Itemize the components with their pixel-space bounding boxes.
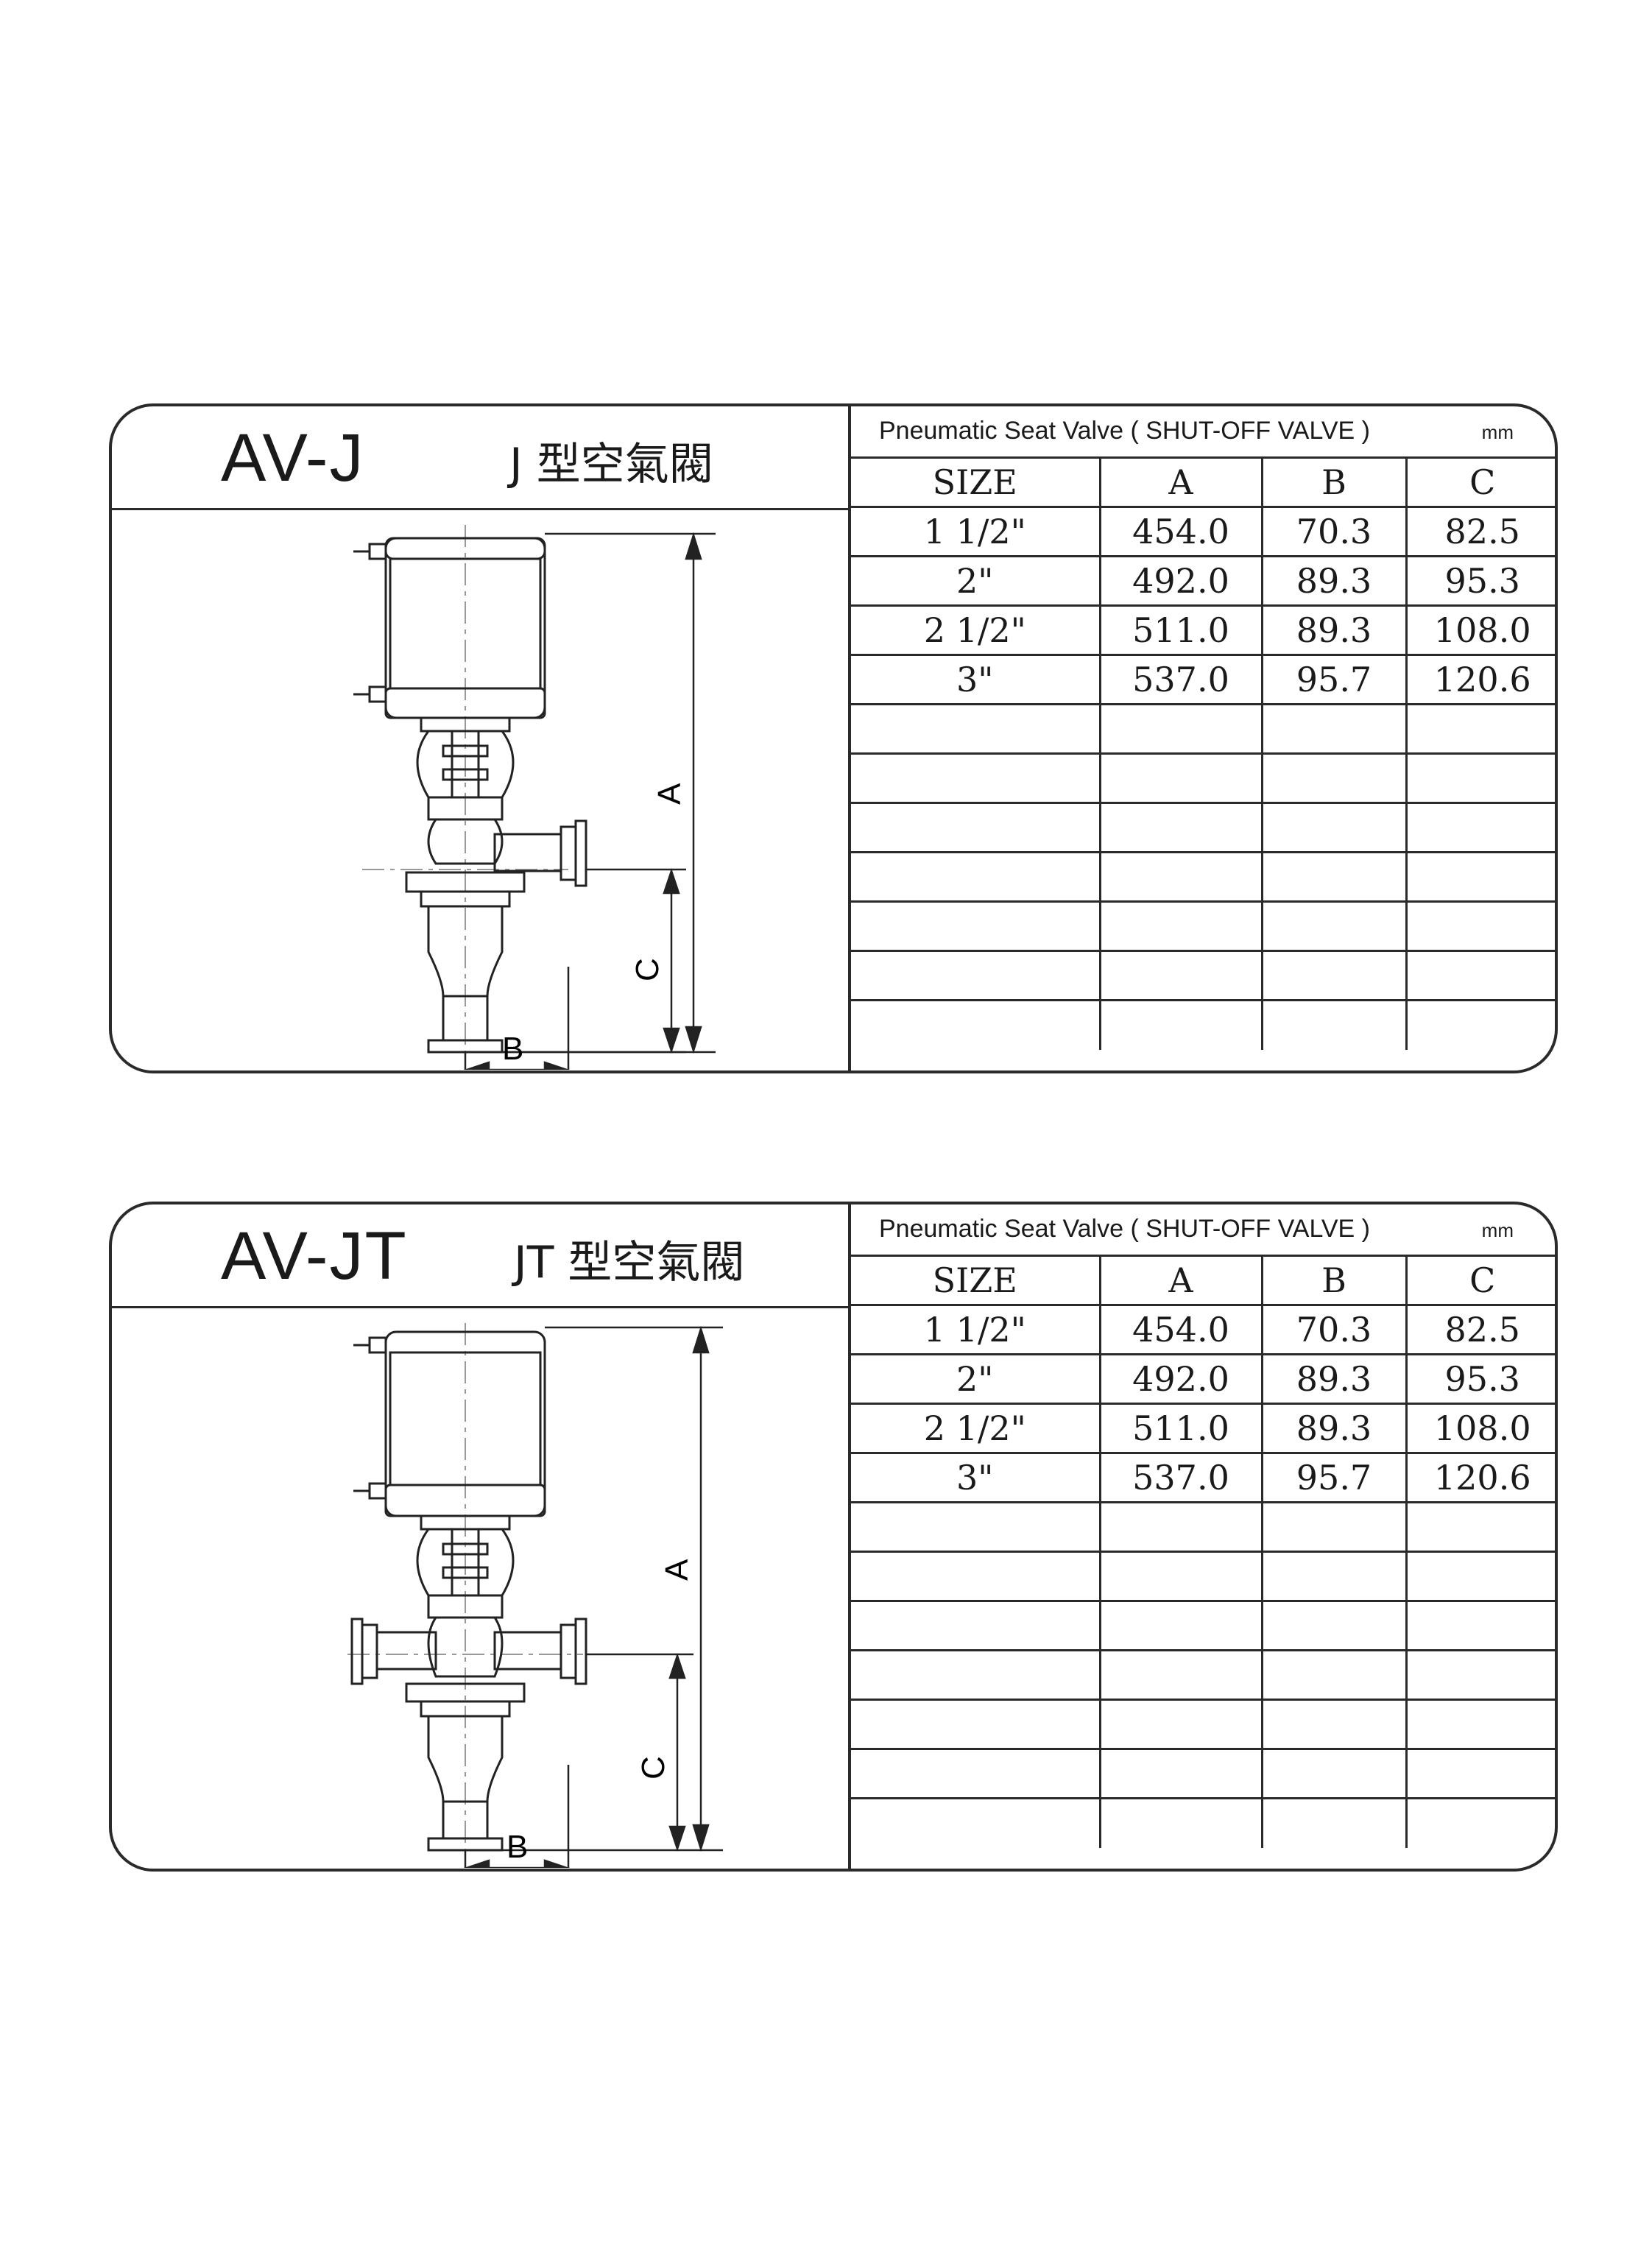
empty-row (851, 1748, 1558, 1799)
dimension-a-label: A (652, 783, 688, 805)
empty-row (851, 900, 1558, 951)
cell-b: 70.3 (1260, 1304, 1406, 1355)
cell-c: 108.0 (1405, 604, 1558, 655)
table-row: 3" 537.0 95.7 120.6 (851, 654, 1558, 705)
dimension-table: SIZE A B C 1 1/2" 454.0 70.3 82.5 2" 492… (851, 1255, 1558, 1848)
table-header-row: SIZE A B C (851, 1255, 1558, 1305)
valve-drawing-av-jt: A C B (347, 1323, 723, 1868)
column-header-c: C (1405, 456, 1558, 507)
cell-a: 537.0 (1098, 1452, 1262, 1503)
empty-row (851, 1501, 1558, 1552)
unit-label: mm (1481, 1219, 1514, 1241)
table-row: 1 1/2" 454.0 70.3 82.5 (851, 1304, 1558, 1355)
dimension-b-label: B (502, 1031, 523, 1067)
cell-b: 89.3 (1260, 1353, 1406, 1404)
empty-row (851, 999, 1558, 1050)
spec-title: Pneumatic Seat Valve ( SHUT-OFF VALVE ) (879, 417, 1370, 445)
table-row: 2" 492.0 89.3 95.3 (851, 1353, 1558, 1404)
empty-row (851, 752, 1558, 803)
cell-b: 89.3 (1260, 555, 1406, 606)
cell-b: 95.7 (1260, 654, 1406, 705)
spec-panel-av-jt: AV-JT JT 型空氣閥 (109, 1202, 1558, 1872)
cell-size: 1 1/2" (851, 1304, 1100, 1355)
dimension-b-label: B (506, 1829, 528, 1865)
cell-c: 120.6 (1405, 654, 1558, 705)
cell-a: 537.0 (1098, 654, 1262, 705)
dimension-table: SIZE A B C 1 1/2" 454.0 70.3 82.5 2" 492… (851, 456, 1558, 1050)
cell-b: 89.3 (1260, 604, 1406, 655)
cell-size: 1 1/2" (851, 506, 1100, 557)
empty-row (851, 1699, 1558, 1749)
cell-b: 70.3 (1260, 506, 1406, 557)
chinese-title: J 型空氣閥 (509, 439, 713, 490)
cell-a: 511.0 (1098, 604, 1262, 655)
column-divider (848, 406, 851, 1070)
header-divider (112, 1306, 848, 1308)
cell-c: 82.5 (1405, 1304, 1558, 1355)
dimension-a-label: A (659, 1559, 695, 1581)
unit-label: mm (1481, 421, 1514, 443)
empty-row (851, 1649, 1558, 1700)
column-header-c: C (1405, 1255, 1558, 1305)
empty-row (851, 1551, 1558, 1601)
empty-row (851, 950, 1558, 1001)
valve-drawing-av-j: A C B (353, 525, 716, 1070)
cell-size: 3" (851, 1452, 1100, 1503)
cell-size: 2" (851, 1353, 1100, 1404)
table-header-row: SIZE A B C (851, 456, 1558, 507)
model-name: AV-JT (221, 1218, 408, 1294)
cell-a: 492.0 (1098, 1353, 1262, 1404)
dimension-c-label: C (629, 958, 666, 981)
header-divider (112, 508, 848, 510)
cell-c: 95.3 (1405, 1353, 1558, 1404)
table-row: 2" 492.0 89.3 95.3 (851, 555, 1558, 606)
empty-row (851, 703, 1558, 754)
cell-b: 89.3 (1260, 1403, 1406, 1453)
table-row: 3" 537.0 95.7 120.6 (851, 1452, 1558, 1503)
column-header-a: A (1098, 456, 1262, 507)
table-row: 2 1/2" 511.0 89.3 108.0 (851, 604, 1558, 655)
cell-c: 108.0 (1405, 1403, 1558, 1453)
empty-row (851, 802, 1558, 853)
cell-size: 3" (851, 654, 1100, 705)
cell-a: 454.0 (1098, 506, 1262, 557)
cell-c: 95.3 (1405, 555, 1558, 606)
cell-a: 454.0 (1098, 1304, 1262, 1355)
cell-c: 82.5 (1405, 506, 1558, 557)
spec-title: Pneumatic Seat Valve ( SHUT-OFF VALVE ) (879, 1215, 1370, 1243)
model-name: AV-J (221, 420, 365, 495)
column-header-size: SIZE (851, 1255, 1100, 1305)
column-header-a: A (1098, 1255, 1262, 1305)
column-header-b: B (1260, 456, 1406, 507)
empty-row (851, 1600, 1558, 1651)
empty-row (851, 851, 1558, 902)
cell-a: 511.0 (1098, 1403, 1262, 1453)
empty-row (851, 1797, 1558, 1848)
cell-size: 2" (851, 555, 1100, 606)
cell-b: 95.7 (1260, 1452, 1406, 1503)
column-header-size: SIZE (851, 456, 1100, 507)
cell-size: 2 1/2" (851, 1403, 1100, 1453)
cell-c: 120.6 (1405, 1452, 1558, 1503)
table-row: 1 1/2" 454.0 70.3 82.5 (851, 506, 1558, 557)
spec-panel-av-j: AV-J J 型空氣閥 (109, 403, 1558, 1073)
cell-size: 2 1/2" (851, 604, 1100, 655)
column-divider (848, 1204, 851, 1869)
column-header-b: B (1260, 1255, 1406, 1305)
table-row: 2 1/2" 511.0 89.3 108.0 (851, 1403, 1558, 1453)
cell-a: 492.0 (1098, 555, 1262, 606)
chinese-title: JT 型空氣閥 (514, 1237, 745, 1288)
dimension-c-label: C (635, 1756, 671, 1779)
